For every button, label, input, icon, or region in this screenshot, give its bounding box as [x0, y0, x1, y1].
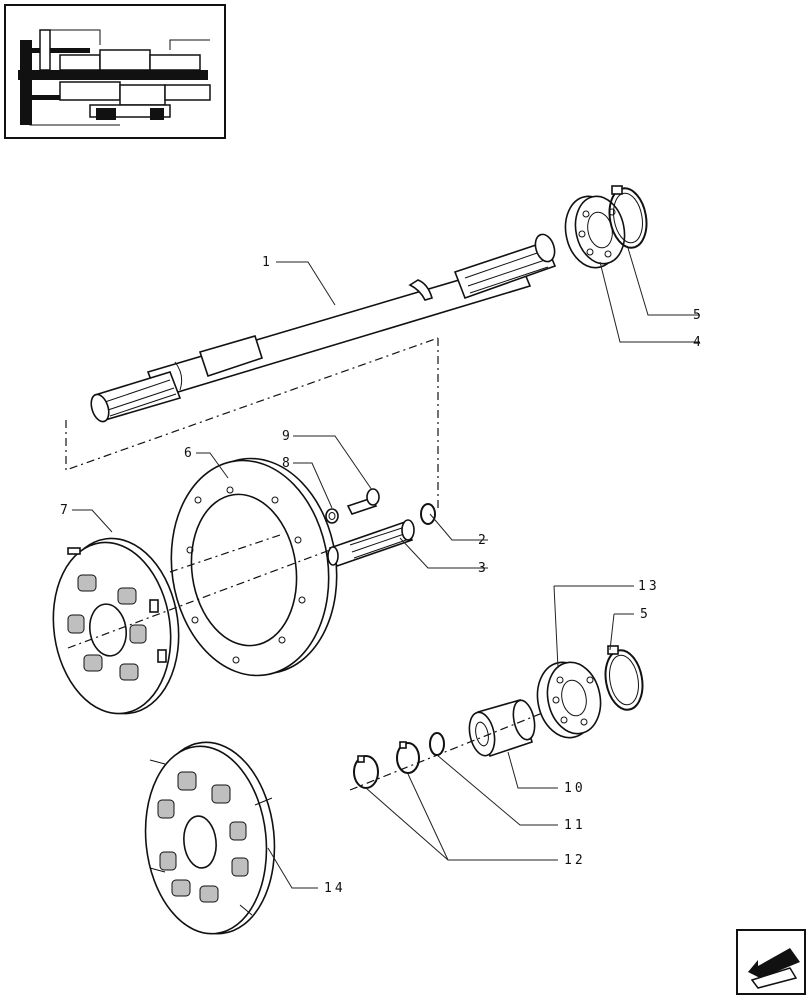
- label-13: 13: [638, 579, 660, 594]
- label-9: 9: [282, 429, 293, 444]
- back-arrow-icon: [748, 948, 800, 989]
- label-7: 7: [60, 503, 71, 518]
- bearing-4: [564, 195, 626, 269]
- connection-line: [65, 337, 439, 471]
- clutch-disc-7: [52, 537, 180, 715]
- flange-axis: [67, 549, 331, 649]
- label-5-top: 5: [693, 308, 704, 323]
- pin-3: [327, 519, 415, 568]
- flange-axis-2: [169, 534, 281, 573]
- label-1: 1: [262, 255, 273, 270]
- snap-ring-5-top: [608, 185, 648, 249]
- bearing-13: [536, 661, 602, 739]
- snap-ring-5-right: [604, 645, 644, 711]
- flange-6: [170, 457, 338, 677]
- label-8: 8: [282, 456, 293, 471]
- label-11: 11: [564, 818, 586, 833]
- label-12: 12: [564, 853, 586, 868]
- ring-11: [429, 732, 445, 756]
- washer-8: [325, 508, 339, 524]
- label-14: 14: [324, 881, 346, 896]
- label-5-right: 5: [640, 607, 651, 622]
- label-6: 6: [184, 446, 195, 461]
- leader-lines: [72, 247, 700, 889]
- circlips-12: [353, 741, 420, 789]
- label-4: 4: [693, 335, 704, 350]
- back-navigation-button[interactable]: [736, 929, 806, 995]
- transmission-section-icon: [18, 29, 211, 126]
- label-10: 10: [564, 781, 586, 796]
- shaft-1: [90, 233, 557, 423]
- transmission-thumbnail[interactable]: [4, 4, 226, 139]
- label-3: 3: [478, 561, 489, 576]
- lower-axis: [349, 711, 546, 791]
- sleeve-10: [468, 699, 536, 758]
- clutch-disc-14: [144, 741, 276, 935]
- screw-9: [346, 488, 380, 515]
- ring-2: [420, 503, 436, 525]
- label-2: 2: [478, 533, 489, 548]
